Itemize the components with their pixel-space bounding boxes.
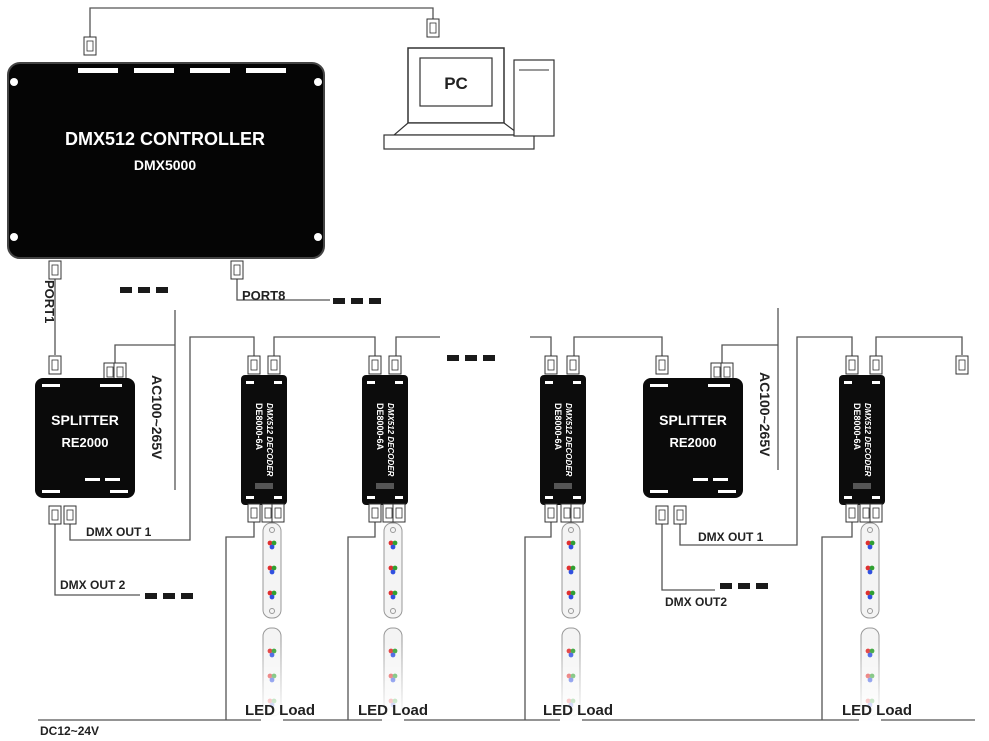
pc: PC (383, 18, 555, 150)
controller-title: DMX512 CONTROLLER (65, 129, 265, 149)
decoder-3-name: DMX512 DECODER (564, 403, 573, 477)
decoder-3: DMX512 DECODER DE8000-6A (540, 355, 586, 523)
dmx-controller: DMX512 CONTROLLER DMX5000 (7, 36, 325, 280)
led-strip-2 (381, 522, 405, 722)
chain-end-connector (955, 355, 969, 375)
decoder-2-out (388, 355, 402, 375)
decoder-2-out-b (392, 503, 406, 523)
decoder-2-power (368, 503, 382, 523)
splitter-1: SPLITTER RE2000 (35, 355, 135, 525)
decoder-1-in (247, 355, 261, 375)
decoder-1-model: DE8000-6A (254, 403, 264, 451)
decoder-2-model: DE8000-6A (375, 403, 385, 451)
pc-connector (426, 18, 440, 38)
dmx-out2-label-2: DMX OUT2 (665, 595, 727, 609)
decoder-2-in (368, 355, 382, 375)
splitter-1-model: RE2000 (62, 435, 109, 450)
controller-led-4 (246, 68, 286, 73)
decoder-3-out-b (570, 503, 584, 523)
splitter-2: SPLITTER RE2000 (643, 355, 743, 525)
dmx-out2-label: DMX OUT 2 (60, 578, 126, 592)
splitter-2-input (655, 355, 669, 375)
led-strip-3 (559, 522, 583, 722)
decoder-4: DMX512 DECODER DE8000-6A (839, 355, 885, 523)
ellipsis-port (120, 287, 168, 293)
splitter-1-out2-connector (48, 505, 62, 525)
pc-label: PC (444, 74, 468, 93)
led-load-label-4: LED Load (842, 702, 912, 719)
ellipsis-port8 (333, 298, 381, 304)
port8-label: PORT8 (242, 288, 285, 303)
decoder-4-power (845, 503, 859, 523)
decoder-1-name: DMX512 DECODER (265, 403, 274, 477)
decoder-2-name: DMX512 DECODER (386, 403, 395, 477)
led-strip-4 (858, 522, 882, 722)
ellipsis-out2 (145, 593, 193, 599)
decoder-3-power (544, 503, 558, 523)
controller-led-1 (78, 68, 118, 73)
decoder-3-out (566, 355, 580, 375)
splitter-2-out1-connector (673, 505, 687, 525)
splitter-2-power-label: AC100~265V (757, 372, 773, 457)
splitter-1-input (48, 355, 62, 375)
dmx-out1-label: DMX OUT 1 (86, 525, 152, 539)
controller-led-3 (190, 68, 230, 73)
decoder-1-out-b (271, 503, 285, 523)
decoder-4-out (869, 355, 883, 375)
controller-model: DMX5000 (134, 157, 196, 173)
splitter-2-model: RE2000 (670, 435, 717, 450)
splitter-1-power-label: AC100~265V (149, 375, 165, 460)
ellipsis-decoders (447, 355, 495, 361)
port8-connector (230, 260, 244, 280)
ellipsis-out2-b (720, 583, 768, 589)
decoder-3-model: DE8000-6A (553, 403, 563, 451)
decoder-4-out-b (869, 503, 883, 523)
decoder-4-name: DMX512 DECODER (863, 403, 872, 477)
decoder-2: DMX512 DECODER DE8000-6A (362, 355, 408, 523)
decoder-1-power (247, 503, 261, 523)
led-load-label-3: LED Load (543, 702, 613, 719)
decoder-3-in (544, 355, 558, 375)
dmx-out1-label-2: DMX OUT 1 (698, 530, 764, 544)
port1-label: PORT1 (42, 280, 57, 323)
splitter-1-out1-connector (63, 505, 77, 525)
splitter-1-name: SPLITTER (51, 412, 119, 428)
dc-power-label: DC12~24V (40, 724, 99, 738)
led-load-label-1: LED Load (245, 702, 315, 719)
led-strip-1 (260, 522, 284, 722)
led-load-label-2: LED Load (358, 702, 428, 719)
decoder-4-in (845, 355, 859, 375)
decoder-1-out (267, 355, 281, 375)
decoder-4-model: DE8000-6A (852, 403, 862, 451)
port1-connector (48, 260, 62, 280)
controller-pc-connector (83, 36, 97, 56)
decoder-1: DMX512 DECODER DE8000-6A (241, 355, 287, 523)
splitter-2-out2-connector (655, 505, 669, 525)
splitter-2-name: SPLITTER (659, 412, 727, 428)
controller-led-2 (134, 68, 174, 73)
